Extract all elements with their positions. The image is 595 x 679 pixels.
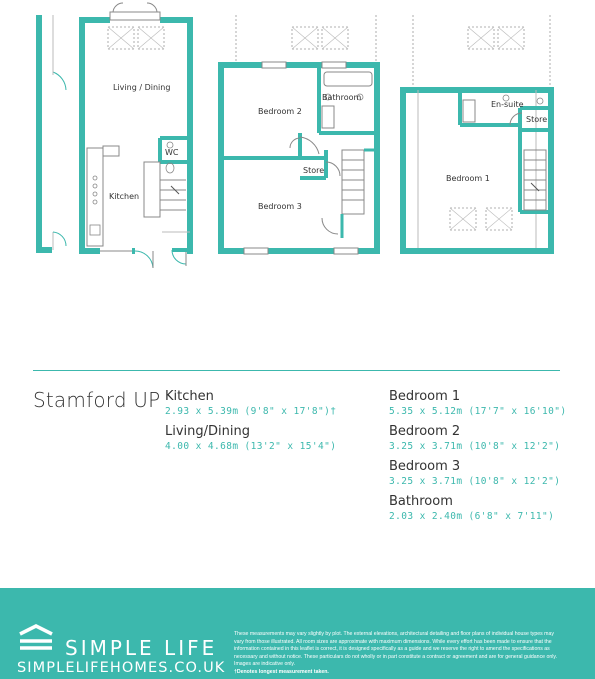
room-dimensions: 4.00 x 4.68m (13'2" x 15'4"): [165, 441, 337, 452]
room-label-bedroom-1: Bedroom 1: [446, 174, 490, 183]
room-label-kitchen: Kitchen: [109, 192, 139, 201]
floor-plans: Living / Dining WC Kitchen Bedroom 2 Bat…: [0, 0, 595, 275]
room-name: Living/Dining: [165, 424, 250, 439]
room-label-en-suite: En-suite: [491, 100, 524, 109]
website-link[interactable]: SIMPLELIFEHOMES.CO.UK: [17, 660, 226, 676]
room-label-store-first: Store: [303, 166, 324, 175]
rooms-list-right: Bedroom 1 5.35 x 5.12m (17'7" x 16'10") …: [389, 389, 566, 529]
brand-name: SIMPLE LIFE: [65, 636, 218, 660]
room-entry-bedroom-2: Bedroom 2 3.25 x 3.71m (10'8" x 12'2"): [389, 424, 566, 454]
room-name: Kitchen: [165, 389, 214, 404]
disclaimer-body: These measurements may vary slightly by …: [234, 631, 558, 668]
room-entry-bathroom: Bathroom 2.03 x 2.40m (6'8" x 7'11"): [389, 494, 566, 524]
room-entry-bedroom-1: Bedroom 1 5.35 x 5.12m (17'7" x 16'10"): [389, 389, 566, 419]
room-label-bedroom-3: Bedroom 3: [258, 202, 302, 211]
section-divider: [33, 370, 560, 371]
room-label-bathroom: Bathroom: [322, 93, 362, 102]
room-dimensions: 2.03 x 2.40m (6'8" x 7'11"): [389, 511, 555, 522]
room-label-living-dining: Living / Dining: [113, 83, 170, 92]
rooms-list-left: Kitchen 2.93 x 5.39m (9'8" x 17'8")† Liv…: [165, 389, 336, 459]
room-name: Bathroom: [389, 494, 453, 509]
room-label-store-second: Store: [526, 115, 547, 124]
room-entry-bedroom-3: Bedroom 3 3.25 x 3.71m (10'8" x 12'2"): [389, 459, 566, 489]
room-label-wc: WC: [165, 148, 179, 157]
room-entry-living-dining: Living/Dining 4.00 x 4.68m (13'2" x 15'4…: [165, 424, 336, 454]
room-name: Bedroom 1: [389, 389, 461, 404]
disclaimer-text: These measurements may vary slightly by …: [234, 631, 564, 677]
room-dimensions: 2.93 x 5.39m (9'8" x 17'8")†: [165, 406, 337, 417]
room-name: Bedroom 2: [389, 424, 461, 439]
room-dimensions: 3.25 x 3.71m (10'8" x 12'2"): [389, 441, 561, 452]
room-dimensions: 5.35 x 5.12m (17'7" x 16'10"): [389, 406, 567, 417]
room-name: Bedroom 3: [389, 459, 461, 474]
second-floor-plan: [400, 15, 554, 254]
room-label-bedroom-2: Bedroom 2: [258, 107, 302, 116]
first-floor-plan: [218, 15, 380, 255]
room-dimensions: 3.25 x 3.71m (10'8" x 12'2"): [389, 476, 561, 487]
house-logo-icon: [18, 624, 54, 659]
disclaimer-note: †Denotes longest measurement taken.: [234, 668, 329, 675]
room-entry-kitchen: Kitchen 2.93 x 5.39m (9'8" x 17'8")†: [165, 389, 336, 419]
house-type-title: Stamford UP: [33, 388, 161, 412]
ground-floor-plan: [36, 2, 193, 269]
footer-band: SIMPLE LIFE SIMPLELIFEHOMES.CO.UK These …: [0, 588, 595, 679]
